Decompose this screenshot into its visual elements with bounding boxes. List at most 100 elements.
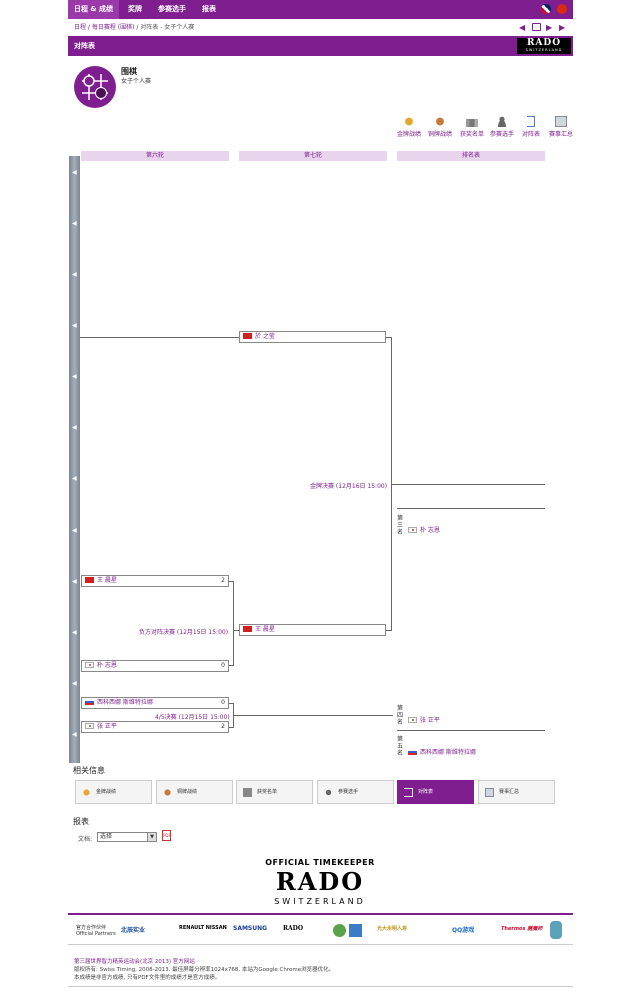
nav-athletes[interactable]: 参赛选手	[158, 5, 186, 13]
rank-player-name: 朴 志恩	[420, 527, 440, 534]
forward-arrow-icon[interactable]: ▶	[559, 23, 566, 32]
nav-medals[interactable]: 奖牌	[128, 5, 142, 13]
tool-gold-results[interactable]: 金牌战绩	[392, 116, 426, 138]
scroll-left-icon[interactable]: ◀	[72, 578, 77, 585]
rank-entry[interactable]: 朴 志恩	[408, 525, 440, 534]
english-flag-icon[interactable]	[541, 4, 551, 14]
gold-medal-icon	[403, 116, 415, 127]
scroll-left-icon[interactable]: ◀	[72, 220, 77, 227]
scroll-left-icon[interactable]: ◀	[72, 424, 77, 431]
document-select[interactable]: 选择 ▼	[97, 832, 157, 842]
china-flag-icon	[243, 626, 252, 632]
bracket-line	[391, 484, 545, 485]
breadcrumb-current: 对阵表 - 女子个人赛	[140, 24, 195, 31]
match-box[interactable]: 朴 志恩 0	[81, 660, 229, 672]
related-bronze-label: 铜牌战绩	[177, 789, 198, 795]
related-gold-label: 金牌战绩	[96, 789, 117, 795]
related-winners-label: 获奖名单	[257, 789, 278, 795]
sport-name: 围棋	[121, 67, 137, 76]
mascot-icon	[550, 921, 562, 939]
footer-copyright: 版权所有: Swiss Timing, 2008-2013. 最佳屏幕分辨率10…	[74, 967, 335, 973]
nav-reports[interactable]: 报表	[202, 5, 216, 13]
rank-entry[interactable]: 张 正平	[408, 715, 440, 724]
bracket-scroll-strip[interactable]: ◀ ◀ ◀ ◀ ◀ ◀ ◀ ◀ ◀ ◀ ◀ ◀	[69, 156, 80, 763]
breadcrumb-schedule[interactable]: 日程	[74, 24, 87, 31]
player-name: 王 晨星	[97, 577, 117, 584]
match-box[interactable]: 王 晨星 2	[81, 575, 229, 587]
bracket-line	[386, 337, 392, 338]
related-bracket[interactable]: 对阵表	[397, 780, 474, 804]
tool-bracket[interactable]: 对阵表	[514, 116, 548, 138]
bracket-icon	[527, 116, 535, 127]
partner-logo[interactable]: 光大永明人寿	[377, 926, 408, 932]
tool-summary[interactable]: 赛事汇总	[544, 116, 578, 138]
bracket-line	[229, 727, 234, 728]
doc-label: 文档:	[78, 836, 93, 843]
tool-athletes[interactable]: 参赛选手	[485, 116, 519, 138]
breadcrumb: 日程 / 每日赛程 (围棋) / 对阵表 - 女子个人赛	[74, 24, 195, 31]
partner-logo[interactable]: RENAULT NISSAN	[179, 925, 227, 931]
scroll-left-icon[interactable]: ◀	[72, 373, 77, 380]
partners-divider-bottom	[68, 944, 573, 945]
scroll-left-icon[interactable]: ◀	[72, 680, 77, 687]
refresh-arrow-icon[interactable]: ▶	[546, 23, 553, 32]
partner-logo[interactable]: QQ游戏	[452, 927, 475, 934]
partner-logo[interactable]: Thermos 膳魔师	[501, 926, 543, 932]
rank-entry[interactable]: 西科西娜 斯维特拉娜	[408, 747, 476, 756]
tool-athletes-label: 参赛选手	[489, 131, 514, 138]
match-box[interactable]: 於 之莹	[239, 331, 386, 343]
footer-site-link[interactable]: 第三届世界智力精英运动会(北京 2013) 官方网站	[74, 959, 195, 965]
back-arrow-icon[interactable]: ◀	[519, 23, 526, 32]
pdf-icon[interactable]: PDF	[162, 830, 171, 841]
page-title-bar: 对阵表 RADO SWITZERLAND	[68, 36, 573, 56]
bracket-icon	[404, 788, 413, 797]
related-summary[interactable]: 赛事汇总	[478, 780, 555, 804]
player-score: 0	[221, 699, 225, 706]
related-athletes[interactable]: 参赛选手	[317, 780, 394, 804]
breadcrumb-daily[interactable]: 每日赛程 (围棋)	[91, 24, 135, 31]
podium-icon	[243, 788, 252, 797]
bracket-line	[233, 630, 239, 631]
partner-emblem-icon	[349, 924, 362, 937]
match-box[interactable]: 西科西娜 斯维特拉娜 0	[81, 697, 229, 709]
partner-logo[interactable]: 北辰实业	[121, 927, 146, 934]
scroll-left-icon[interactable]: ◀	[72, 169, 77, 176]
tool-bracket-label: 对阵表	[521, 131, 540, 138]
nav-schedule-results[interactable]: 日程 & 成绩	[68, 0, 119, 19]
scroll-left-icon[interactable]: ◀	[72, 731, 77, 738]
player-name: 朴 志恩	[97, 662, 117, 669]
scroll-left-icon[interactable]: ◀	[72, 629, 77, 636]
player-name: 张 正平	[97, 723, 117, 730]
scroll-left-icon[interactable]: ◀	[72, 527, 77, 534]
related-gold[interactable]: 金牌战绩	[75, 780, 152, 804]
summary-icon	[555, 116, 567, 127]
bronze-medal-icon	[163, 788, 172, 797]
match-box[interactable]: 张 正平 2	[81, 721, 229, 733]
partner-logo[interactable]: RADO	[283, 925, 304, 932]
scroll-left-icon[interactable]: ◀	[72, 322, 77, 329]
chevron-down-icon: ▼	[147, 833, 156, 841]
scroll-left-icon[interactable]: ◀	[72, 475, 77, 482]
related-winners[interactable]: 获奖名单	[236, 780, 313, 804]
tool-summary-label: 赛事汇总	[548, 131, 573, 138]
scroll-left-icon[interactable]: ◀	[72, 271, 77, 278]
bracket-line	[229, 665, 234, 666]
russia-flag-icon	[85, 699, 94, 705]
match-box[interactable]: 王 晨星	[239, 624, 386, 636]
gold-medal-icon	[82, 788, 91, 797]
related-bronze[interactable]: 铜牌战绩	[156, 780, 233, 804]
tool-bronze-results[interactable]: 铜牌战绩	[423, 116, 457, 138]
rank-label: 第四名	[397, 705, 404, 726]
bronze-medal-icon	[434, 116, 446, 127]
footer-divider	[68, 986, 573, 987]
russia-flag-icon	[408, 749, 417, 755]
report-title: 报表	[73, 817, 89, 826]
partner-logo[interactable]: SAMSUNG	[233, 925, 268, 932]
print-icon[interactable]	[532, 23, 541, 31]
bracket-line	[397, 508, 545, 509]
chinese-flag-icon[interactable]	[557, 4, 567, 14]
col-round6: 第六轮	[81, 151, 229, 161]
tool-winners[interactable]: 获奖名单	[455, 116, 489, 138]
main-nav: 日程 & 成绩 奖牌 参赛选手 报表	[68, 0, 573, 19]
